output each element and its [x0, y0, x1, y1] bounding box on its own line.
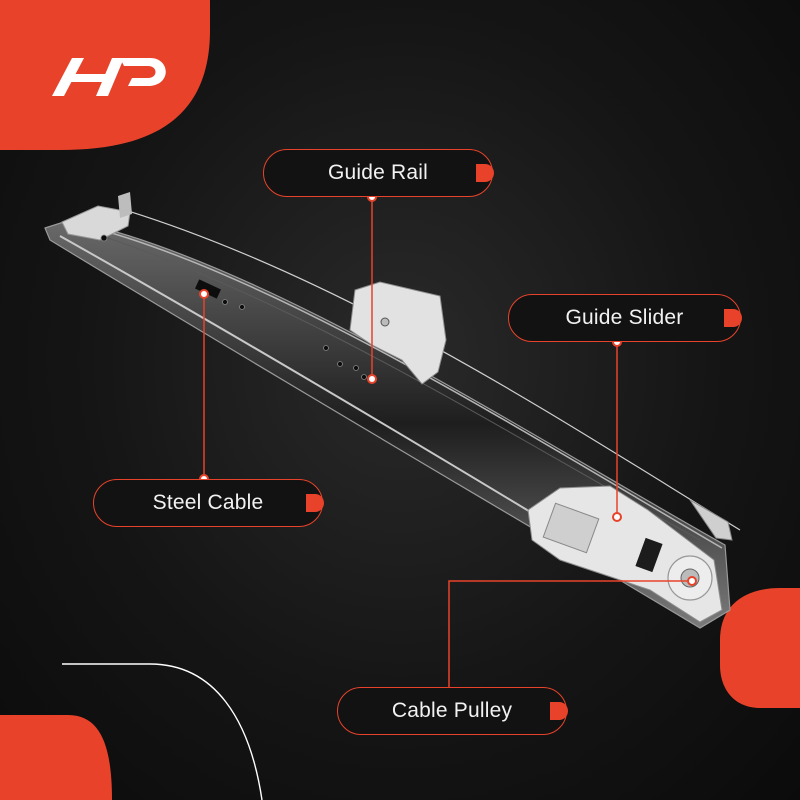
- callout-label: Guide Slider: [565, 306, 684, 329]
- callout-cap: [306, 494, 324, 512]
- callout-guide-rail: Guide Rail: [263, 149, 494, 197]
- callout-label: Cable Pulley: [391, 699, 513, 722]
- callout-guide-slider: Guide Slider: [508, 294, 742, 342]
- callout-cap: [476, 164, 494, 182]
- callout-steel-cable: Steel Cable: [93, 479, 324, 527]
- callout-label: Guide Rail: [327, 161, 429, 184]
- corner-shape-right: [720, 588, 800, 708]
- callout-label: Steel Cable: [152, 491, 264, 514]
- callout-cap: [724, 309, 742, 327]
- callout-cable-pulley: Cable Pulley: [337, 687, 568, 735]
- callout-cap: [550, 702, 568, 720]
- corner-shape-bottom-left: [0, 715, 112, 800]
- brand-logo: [52, 58, 166, 96]
- outline-curve: [62, 663, 263, 800]
- window-regulator-illustration: [44, 192, 741, 629]
- callout-leaders: [203, 197, 692, 687]
